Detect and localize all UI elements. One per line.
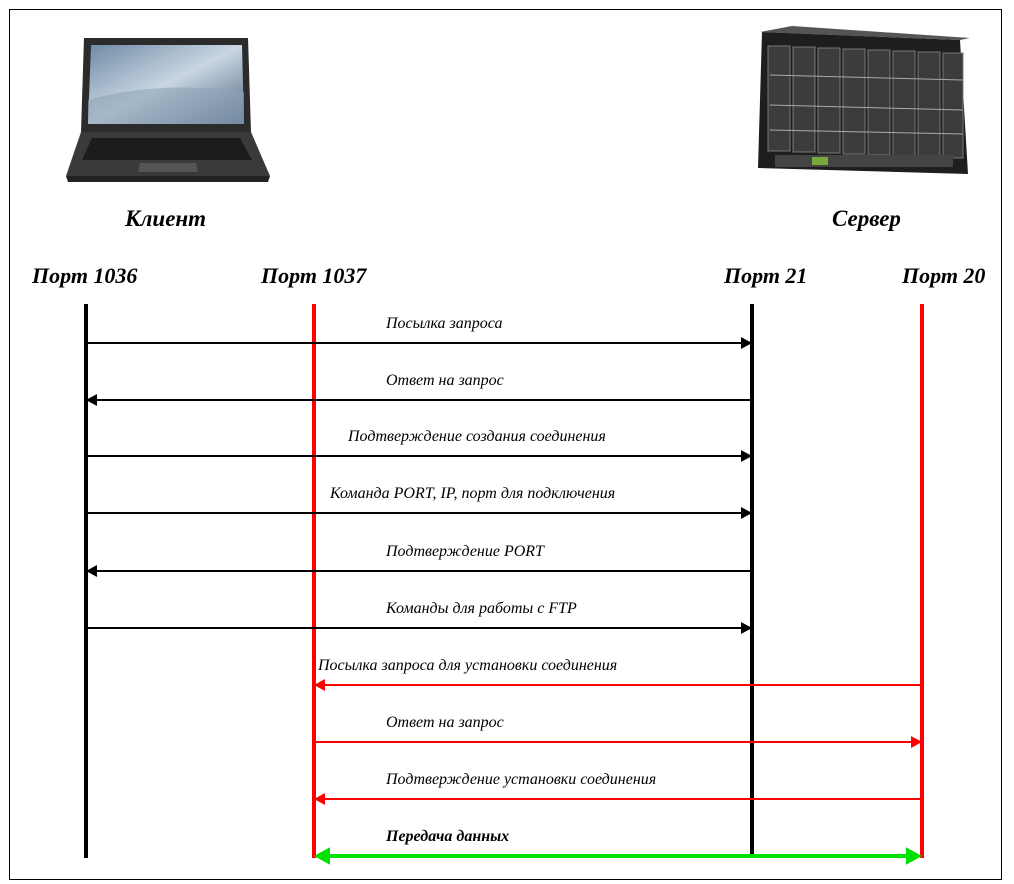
port-label-1036: Порт 1036 — [32, 263, 138, 288]
server-label: Сервер — [832, 206, 901, 231]
message-arrow — [86, 506, 752, 520]
client-label: Клиент — [125, 206, 207, 231]
message-label: Команды для работы с FTP — [386, 600, 577, 617]
port-label-1037: Порт 1037 — [261, 263, 367, 288]
message-label: Подтверждение установки соединения — [386, 771, 657, 788]
message-arrow — [314, 678, 922, 692]
message-arrow — [86, 564, 752, 578]
port-label-20: Порт 20 — [902, 263, 986, 288]
message-arrow — [86, 621, 752, 635]
message-arrow — [86, 449, 752, 463]
message-arrow — [314, 792, 922, 806]
message-label: Ответ на запрос — [386, 372, 504, 389]
message-arrow — [314, 847, 922, 865]
message-arrow — [86, 336, 752, 350]
message-label: Передача данных — [386, 828, 510, 845]
message-label: Ответ на запрос — [386, 714, 504, 731]
message-arrow — [86, 393, 752, 407]
message-label: Посылка запроса для установки соединения — [318, 657, 618, 674]
port-label-21: Порт 21 — [724, 263, 808, 288]
message-label: Посылка запроса — [386, 315, 503, 332]
message-arrow — [314, 735, 922, 749]
message-label: Команда PORT, IP, порт для подключения — [330, 485, 616, 502]
message-label: Подтверждение PORT — [386, 543, 544, 560]
message-label: Подтверждение создания соединения — [348, 428, 606, 445]
